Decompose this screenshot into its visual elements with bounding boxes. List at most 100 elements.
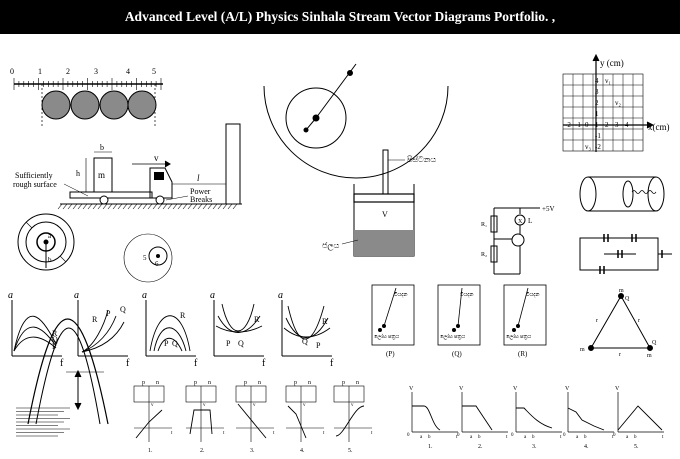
curve-line: [221, 303, 255, 332]
beaker-frame: [437, 284, 481, 346]
beaker-caption: (R): [518, 350, 528, 358]
curve-label-r: R: [322, 317, 328, 326]
triangle-right-m: m: [647, 353, 652, 359]
power-brake-label-1: Power: [190, 187, 211, 196]
curve-label-p: P: [52, 342, 57, 351]
curve-line: [13, 336, 57, 352]
vp-n-label: n: [208, 380, 211, 386]
ruler-diagram: 0 1 2 3 4 5: [10, 67, 163, 126]
vp-number: 1.: [148, 448, 153, 454]
vt-b-label: b: [584, 435, 587, 440]
hatch-line: [207, 203, 213, 210]
beaker-panel: වියදන ලෝහ පත්‍රය (R): [503, 284, 547, 358]
ruler-tick-label: 4: [126, 67, 130, 76]
triangle-right-q: Q: [652, 340, 657, 346]
hatch-line: [72, 203, 78, 210]
lamp-label: L: [528, 217, 532, 225]
vp-v-label: v: [303, 403, 306, 408]
vp-number: 3.: [250, 448, 255, 454]
vt-v-label: V: [565, 386, 570, 392]
curve-label-q: Q: [172, 339, 178, 348]
hatch-line: [202, 203, 208, 210]
vt-curve: [567, 407, 605, 431]
hatch-line: [222, 203, 228, 210]
triangle-top-q: Q: [625, 296, 630, 302]
ruler-tick-label: 5: [152, 67, 156, 76]
beaker-ray: [457, 287, 463, 327]
curve-label-p: P: [226, 339, 231, 348]
ring-b-label: b: [48, 256, 52, 264]
grid-cell-label: 3: [595, 88, 599, 96]
vp-p-label: p: [294, 380, 297, 386]
vt-zero-label: 0: [511, 433, 514, 438]
truck-h-label: h: [76, 169, 80, 178]
truck-velocity-label: v: [154, 153, 159, 163]
capacitor-network-diagram: [579, 234, 672, 274]
beaker-point: [452, 328, 456, 332]
ruler-tick-marks: [13, 78, 162, 90]
grid-cell-label: 1: [595, 110, 599, 118]
vt-zero-label: 0: [407, 433, 410, 438]
ring-diagram: a b: [17, 213, 75, 271]
curve-line: [81, 321, 125, 353]
vp-t-label: t: [171, 431, 173, 436]
hatch-line: [97, 203, 103, 210]
grid-cell-label: 1: [595, 121, 599, 129]
hatch-line: [142, 203, 148, 210]
power-brake-label-2: Breaks: [190, 195, 212, 204]
beaker-top-label: වියදන: [526, 291, 539, 298]
curve-line: [149, 315, 191, 352]
vp-v-label: v: [351, 403, 354, 408]
grid-lines: [563, 74, 643, 151]
vp-p-label: p: [142, 380, 145, 386]
vt-b-label: b: [428, 435, 431, 440]
vt-number: 4.: [584, 444, 589, 450]
vp-number: 5.: [348, 448, 353, 454]
beaker-frame: [371, 284, 415, 346]
hatch-line: [167, 203, 173, 210]
hatch-line: [127, 203, 133, 210]
grid-cell-label: 2: [595, 99, 599, 107]
grid-cell-label: -2: [565, 121, 571, 129]
curve-line: [13, 315, 57, 352]
curve-line: [287, 305, 325, 340]
curve-line: [283, 327, 331, 338]
truck-diagram: m b h v l Sufficiently rough surface Pow…: [13, 123, 242, 210]
vt-v-label: V: [409, 386, 414, 392]
vp-number: 4.: [300, 448, 305, 454]
vt-b-label: b: [634, 435, 637, 440]
curve-axis-a: a: [278, 290, 283, 301]
beaker-caption: (Q): [452, 350, 462, 358]
hatch-line: [57, 203, 63, 210]
hatch-line: [62, 203, 68, 210]
grid-cell-label: v₁: [605, 77, 611, 85]
curve-line: [215, 325, 263, 333]
beaker-bottom-label: ලෝහ පත්‍රය: [506, 333, 531, 340]
grid-cell-label: 4: [625, 121, 629, 129]
hatch-line: [152, 203, 158, 210]
solenoid-diagram: [579, 176, 665, 212]
hatch-line: [232, 203, 238, 210]
curve-axis-a: a: [210, 290, 215, 301]
beaker-ray: [517, 287, 529, 327]
vt-number: 2.: [478, 444, 483, 450]
triangle-left-m: m: [580, 347, 585, 353]
vp-t-label: t: [223, 431, 225, 436]
vt-t-label: t: [560, 435, 562, 440]
beaker-top-label: වියදන: [394, 291, 407, 298]
curve-label-r: R: [92, 315, 98, 324]
hatch-line: [82, 203, 88, 210]
vt-b-label: b: [532, 435, 535, 440]
vp-t-label: t: [273, 431, 275, 436]
supply-label: +5V: [542, 205, 555, 213]
r1-label: R₁: [481, 222, 487, 228]
curve-label-p: P: [164, 339, 169, 348]
